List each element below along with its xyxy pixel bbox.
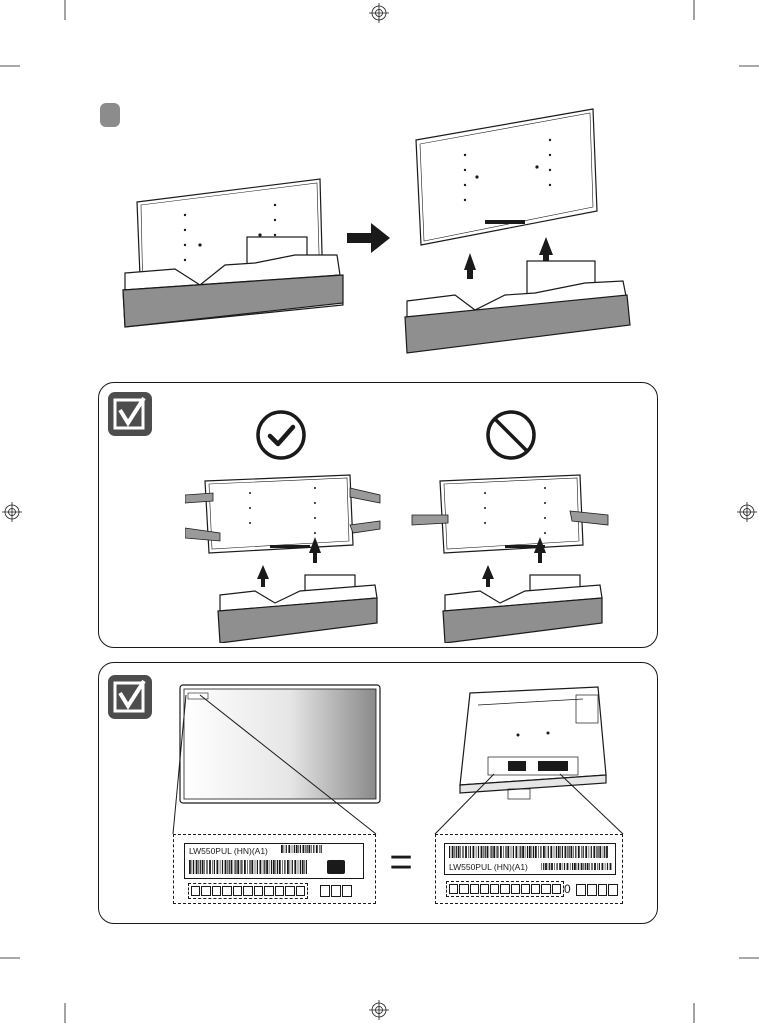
barcode-left: [189, 860, 309, 876]
serial-digit-right: 0: [564, 882, 571, 896]
cert-mark-left: [327, 860, 345, 874]
serial-boxes-right: [446, 881, 564, 897]
barcode-small-left: [281, 845, 361, 857]
model-number-right: LW550PUL (HN)(A1): [449, 862, 528, 872]
model-number-left: LW550PUL (HN)(A1): [189, 846, 268, 856]
label-card-right: LW550PUL (HN)(A1): [444, 843, 616, 875]
barcode-small-right: [541, 863, 613, 873]
serial-boxes-left: [188, 883, 308, 899]
label-callout-right: LW550PUL (HN)(A1) 0: [435, 834, 623, 904]
equals-sign: =: [386, 842, 416, 882]
label-callout-left: LW550PUL (HN)(A1): [173, 834, 376, 904]
barcode-right: [449, 846, 609, 860]
label-card-left: LW550PUL (HN)(A1): [184, 843, 364, 879]
code-boxes-left: [320, 885, 352, 897]
code-boxes-right: [576, 884, 618, 896]
